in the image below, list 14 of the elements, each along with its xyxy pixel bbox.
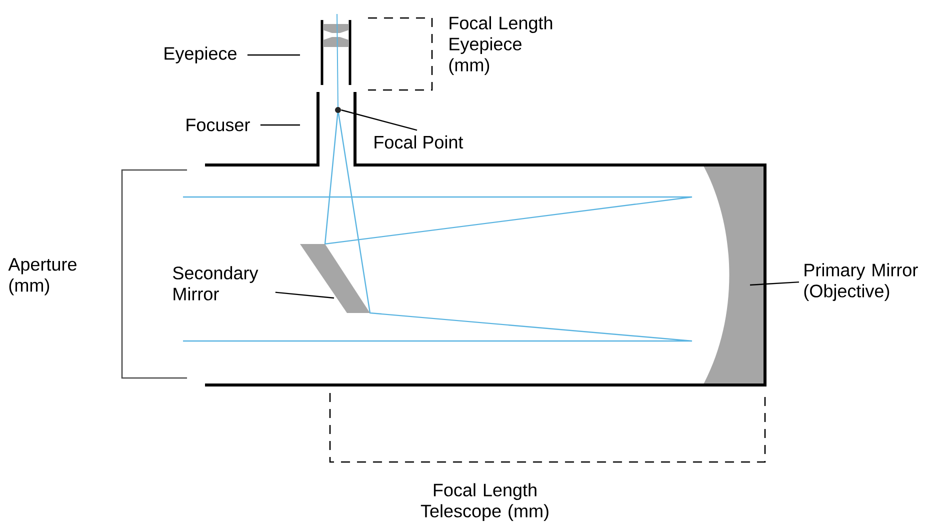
part-label: Focal Point [374,135,464,149]
leader-line [247,54,300,56]
secondary-mirror [300,244,370,313]
leader-line [275,292,334,299]
part-label: Secondary Mirror [173,266,258,300]
dimension-label: Focal Length Eyepiece (mm) [449,16,552,75]
dimension-label: Aperture (mm) [8,258,76,296]
dimension-label: Focal Length Telescope (mm) [420,483,548,521]
part-label: Eyepiece [164,46,236,64]
leader-line [341,109,418,131]
part-label: Primary Mirror (Objective) [804,263,918,301]
leader-line [260,124,300,126]
part-label: Focuser [186,118,250,132]
leader-line [750,281,800,286]
